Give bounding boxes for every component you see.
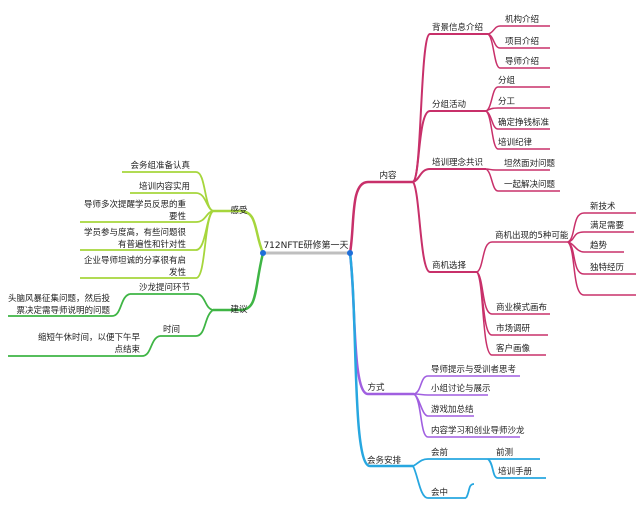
- suggestion-connector: [213, 252, 265, 312]
- topic-concept-consensus[interactable]: 培训理念共识: [432, 157, 483, 168]
- feeling-item-cont: 发性: [169, 267, 187, 278]
- topic-customer-profile[interactable]: 客户画像: [496, 343, 531, 354]
- suggestion-shorten-break-cont: 点结束: [114, 344, 140, 355]
- topic-business-choice[interactable]: 商机选择: [432, 260, 467, 271]
- topic-project-intro[interactable]: 项目介绍: [505, 36, 539, 47]
- topic-grouping[interactable]: 分组: [498, 75, 516, 86]
- topic-before-meeting[interactable]: 会前: [431, 447, 449, 458]
- topic-five-opportunities[interactable]: 商机出现的5种可能: [495, 230, 569, 241]
- topic-business-canvas[interactable]: 商业模式画布: [496, 302, 547, 313]
- branch-suggestion[interactable]: 建议: [230, 304, 248, 315]
- feeling-item-cont: 有普遍性和针对性: [118, 239, 187, 250]
- feeling-connector: [213, 209, 265, 254]
- topic-division[interactable]: 分工: [498, 97, 516, 107]
- root-right-dot: [347, 250, 353, 256]
- feeling-item[interactable]: 企业导师坦诚的分享很有启: [84, 255, 186, 266]
- topic-new-tech[interactable]: 新技术: [590, 201, 616, 212]
- branch-arrangement[interactable]: 会务安排: [367, 455, 402, 466]
- topic-face-problems[interactable]: 坦然面对问题: [504, 158, 556, 169]
- method-connector: [348, 252, 414, 396]
- suggestion-shorten-break[interactable]: 缩短午休时间，以便下午早: [38, 332, 141, 343]
- topic-learning-salon[interactable]: 内容学习和创业导师沙龙: [431, 425, 525, 436]
- topic-salon-qa[interactable]: 沙龙提问环节: [139, 282, 191, 293]
- topic-time[interactable]: 时间: [163, 324, 180, 335]
- branch-method[interactable]: 方式: [367, 382, 385, 393]
- arrangement-connector: [348, 252, 413, 468]
- topic-games-summary[interactable]: 游戏加总结: [431, 404, 474, 415]
- topic-training-manual[interactable]: 培训手册: [498, 466, 533, 477]
- feeling-item[interactable]: 会务组准备认真: [130, 160, 190, 171]
- topic-solve-problems[interactable]: 一起解决问题: [504, 179, 556, 190]
- topic-market-research[interactable]: 市场调研: [496, 323, 531, 334]
- feeling-item[interactable]: 学员参与度高，有些问题很: [84, 227, 187, 238]
- root-left-dot: [260, 250, 266, 256]
- topic-during-meeting[interactable]: 会中: [431, 487, 448, 498]
- topic-group-discussion[interactable]: 小组讨论与展示: [431, 383, 491, 394]
- content-connector: [348, 180, 413, 254]
- topic-meet-needs[interactable]: 满足需要: [590, 220, 625, 231]
- suggestion-brainstorm-cont: 票决定需导师说明的问题: [16, 305, 110, 316]
- suggestion-brainstorm[interactable]: 头脑风暴征集问题，然后投: [8, 293, 111, 304]
- topic-pretest[interactable]: 前测: [496, 447, 513, 458]
- topic-mentor-hint[interactable]: 导师提示与受训者思考: [431, 364, 516, 375]
- topic-training-discipline[interactable]: 培训纪律: [498, 137, 533, 148]
- branch-feeling[interactable]: 感受: [230, 205, 248, 216]
- feeling-item[interactable]: 培训内容实用: [139, 181, 190, 192]
- feeling-item-cont: 要性: [169, 211, 187, 222]
- topic-earning-standard[interactable]: 确定挣钱标准: [498, 117, 550, 128]
- branch-content[interactable]: 内容: [379, 170, 397, 181]
- topic-institution-intro[interactable]: 机构介绍: [505, 14, 539, 25]
- topic-mentor-intro[interactable]: 导师介绍: [505, 56, 539, 67]
- feeling-item[interactable]: 导师多次提醒学员反思的重: [84, 199, 187, 210]
- root-topic[interactable]: 712NFTE研修第一天: [263, 239, 348, 251]
- topic-unique-experience[interactable]: 独特经历: [590, 262, 625, 273]
- topic-group-activity[interactable]: 分组活动: [432, 99, 467, 110]
- topic-trend[interactable]: 趋势: [590, 240, 608, 251]
- topic-background[interactable]: 背景信息介绍: [432, 22, 483, 33]
